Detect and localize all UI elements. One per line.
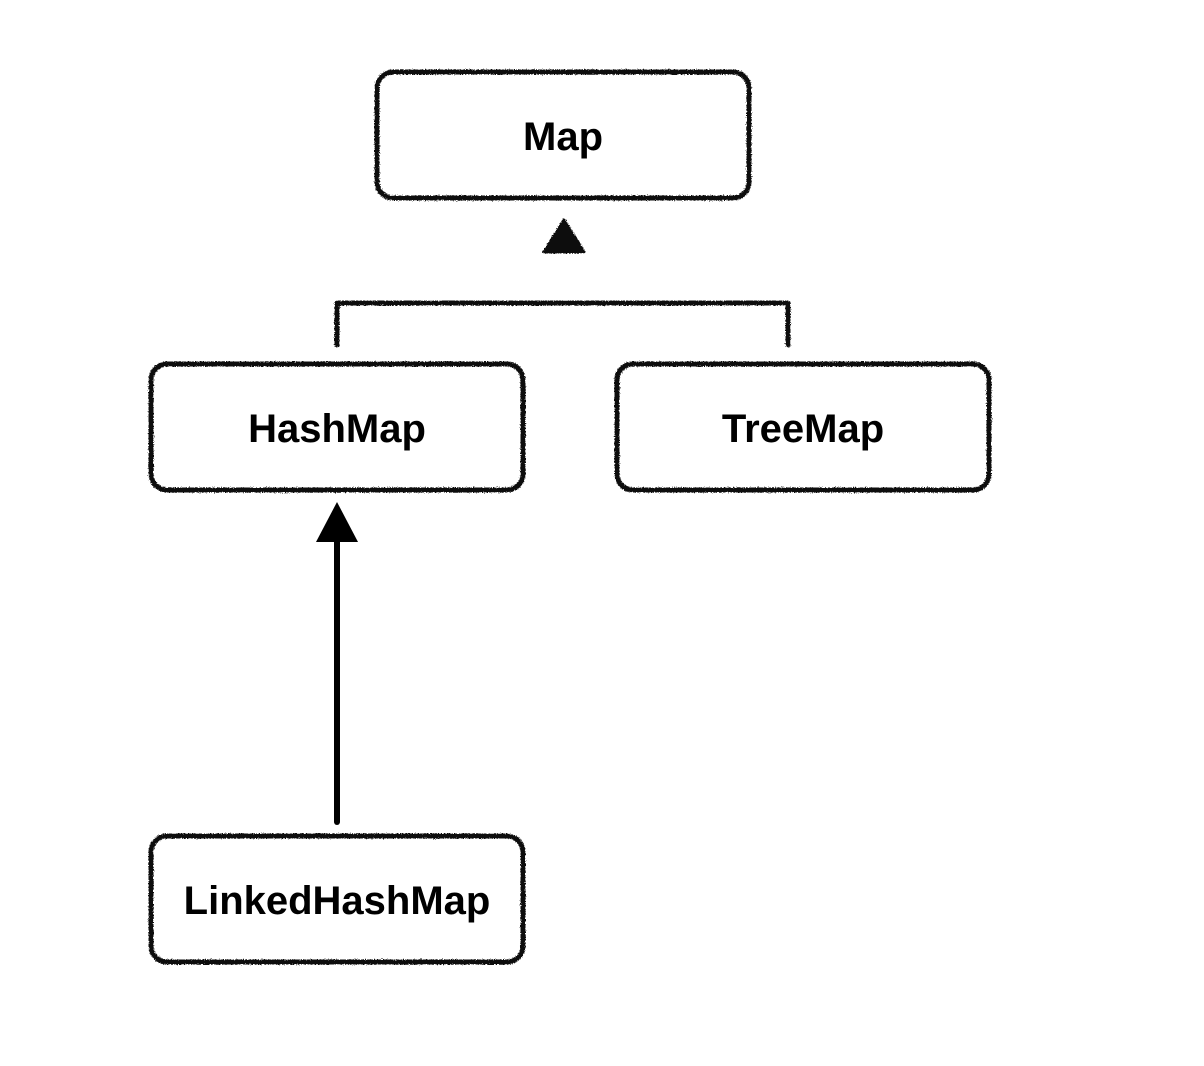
node-treemap: TreeMap	[614, 361, 992, 493]
connector-linkedhashmap-to-hashmap	[316, 502, 358, 825]
node-hashmap: HashMap	[148, 361, 526, 493]
node-linkedhashmap: LinkedHashMap	[148, 833, 526, 965]
node-map-label: Map	[523, 115, 603, 159]
node-map-box	[374, 69, 752, 201]
node-map: Map	[374, 69, 752, 201]
connector-hashmap-treemap-to-map	[334, 218, 791, 348]
node-linkedhashmap-label: LinkedHashMap	[184, 879, 491, 923]
node-linkedhashmap-box	[148, 833, 526, 965]
node-hashmap-box	[148, 361, 526, 493]
node-hashmap-label: HashMap	[248, 407, 426, 451]
node-treemap-box	[614, 361, 992, 493]
connector-solid-arrowhead	[316, 502, 358, 542]
connector-arrowhead	[542, 218, 586, 254]
node-treemap-label: TreeMap	[722, 407, 884, 451]
